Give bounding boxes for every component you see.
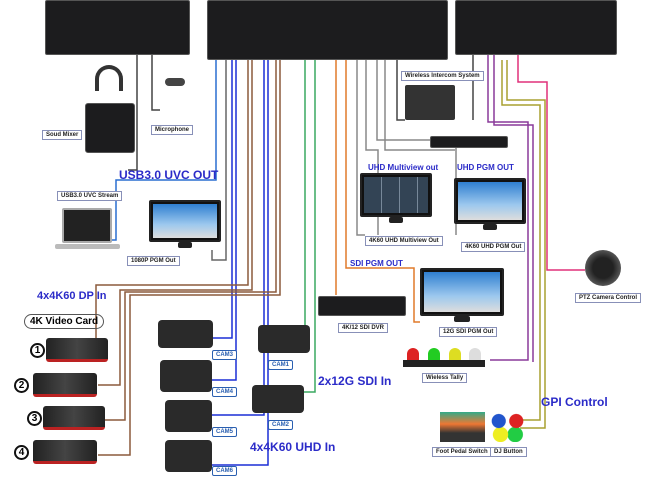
- tally-red-light: [407, 348, 419, 360]
- video-card-1: [46, 338, 108, 362]
- computer-icon: [405, 85, 455, 120]
- cam3-label: CAM3: [212, 350, 238, 360]
- cam2-label: CAM2: [268, 420, 294, 430]
- dp-in-heading: 4x4K60 DP In: [37, 290, 107, 302]
- hdmi-1080-cable: [211, 55, 227, 261]
- card3-cable: [98, 55, 277, 421]
- cam4-label: CAM4: [212, 387, 238, 397]
- cam1-cable: [290, 55, 306, 331]
- card1-cable: [95, 55, 249, 340]
- right-rear-panel: [455, 0, 617, 55]
- card2-cable: [98, 55, 253, 386]
- uhd-in-heading: 4x4K60 UHD In: [250, 440, 336, 454]
- tally-green-light: [428, 348, 440, 360]
- gpi-cable: [501, 60, 541, 421]
- card4-cable: [98, 55, 281, 456]
- cam6-cable: [212, 55, 269, 466]
- tally-cable-2: [493, 55, 534, 362]
- camera-2: [252, 385, 304, 413]
- camera-5: [165, 400, 212, 432]
- cam4-cable: [212, 55, 237, 381]
- tally-base: [403, 360, 485, 367]
- camera-6: [165, 440, 212, 472]
- mic-cable: [151, 55, 160, 111]
- tally-yellow-light: [449, 348, 461, 360]
- ptz-cable: [517, 55, 585, 271]
- dvr-device: [318, 296, 406, 316]
- mixer-cable: [128, 55, 138, 171]
- multiview-out-label: 4K60 UHD Multiview Out: [365, 236, 443, 246]
- left-rear-panel: [45, 0, 190, 55]
- ptz-joystick-icon: [585, 250, 621, 286]
- center-rear-panel: [207, 0, 448, 60]
- pgm-1080-label: 1080P PGM Out: [127, 256, 180, 266]
- cam3-cable: [212, 55, 233, 339]
- uhd-pgm-label: 4K60 UHD PGM Out: [461, 242, 526, 252]
- video-card-heading: 4K Video Card: [24, 314, 105, 329]
- tally-label: Wieless Tally: [422, 373, 468, 383]
- sound-mixer-label: Soud Mixer: [42, 130, 83, 140]
- sound-mixer-image: [85, 103, 135, 153]
- headphones-icon: [95, 65, 123, 91]
- uhd-multiview-heading: UHD Multiview out: [368, 163, 439, 172]
- foot-pedal-icon: [440, 412, 485, 442]
- sdi-pgm-cable: [345, 55, 420, 323]
- ptz-label: PTZ Camera Control: [575, 293, 642, 303]
- camera-4: [160, 360, 212, 392]
- sdi-pgm-out-label: 12G SDI PGM Out: [439, 327, 498, 337]
- tally-white-light: [469, 348, 481, 360]
- pgm-1080-monitor: [149, 200, 221, 248]
- foot-pedal-label: Foot Pedal Switch: [432, 447, 492, 457]
- dj-button-icon: [490, 412, 525, 442]
- video-card-4: [33, 440, 97, 464]
- sdi-pgm-heading: SDI PGM OUT: [350, 259, 403, 268]
- usb-heading: USB3.0 UVC OUT: [119, 168, 219, 182]
- intercom-base: [430, 136, 508, 148]
- laptop-base: [55, 244, 120, 249]
- usb-cable: [112, 55, 217, 241]
- intercom-label: Wireless Intercom System: [401, 71, 484, 81]
- camera-1: [258, 325, 310, 353]
- video-card-2: [33, 373, 97, 397]
- cam5-label: CAM5: [212, 427, 238, 437]
- sdi-pgm-monitor: [420, 268, 504, 322]
- microphone-icon: [165, 78, 185, 86]
- laptop-icon: [62, 208, 112, 243]
- mv-cable: [356, 60, 365, 236]
- microphone-label: Microphone: [151, 125, 193, 135]
- card-number: 2: [14, 378, 29, 393]
- gpi-cable-2: [506, 60, 546, 429]
- uhd-pgm-heading: UHD PGM OUT: [457, 163, 514, 172]
- dj-button-label: DJ Button: [490, 447, 527, 457]
- tally-cable: [487, 55, 529, 361]
- card-number: 1: [30, 343, 45, 358]
- cam6-label: CAM6: [212, 466, 238, 476]
- sdi-in-heading: 2x12G SDI In: [318, 374, 392, 388]
- dvr-label: 4K/12 SDI DVR: [338, 323, 389, 333]
- card-number: 4: [14, 445, 29, 460]
- video-card-3: [43, 406, 105, 430]
- cam5-cable: [212, 55, 265, 416]
- camera-3: [158, 320, 213, 348]
- cam1-label: CAM1: [268, 360, 294, 370]
- gpi-heading: GPI Control: [541, 395, 608, 409]
- uhd-pgm-monitor: [454, 178, 526, 230]
- multiview-monitor: [360, 173, 432, 223]
- card-number: 3: [27, 411, 42, 426]
- pgm-cable-2: [384, 60, 455, 151]
- intercom-cable: [396, 45, 405, 121]
- usb-stream-label: USB3.0 UVC Stream: [57, 191, 123, 201]
